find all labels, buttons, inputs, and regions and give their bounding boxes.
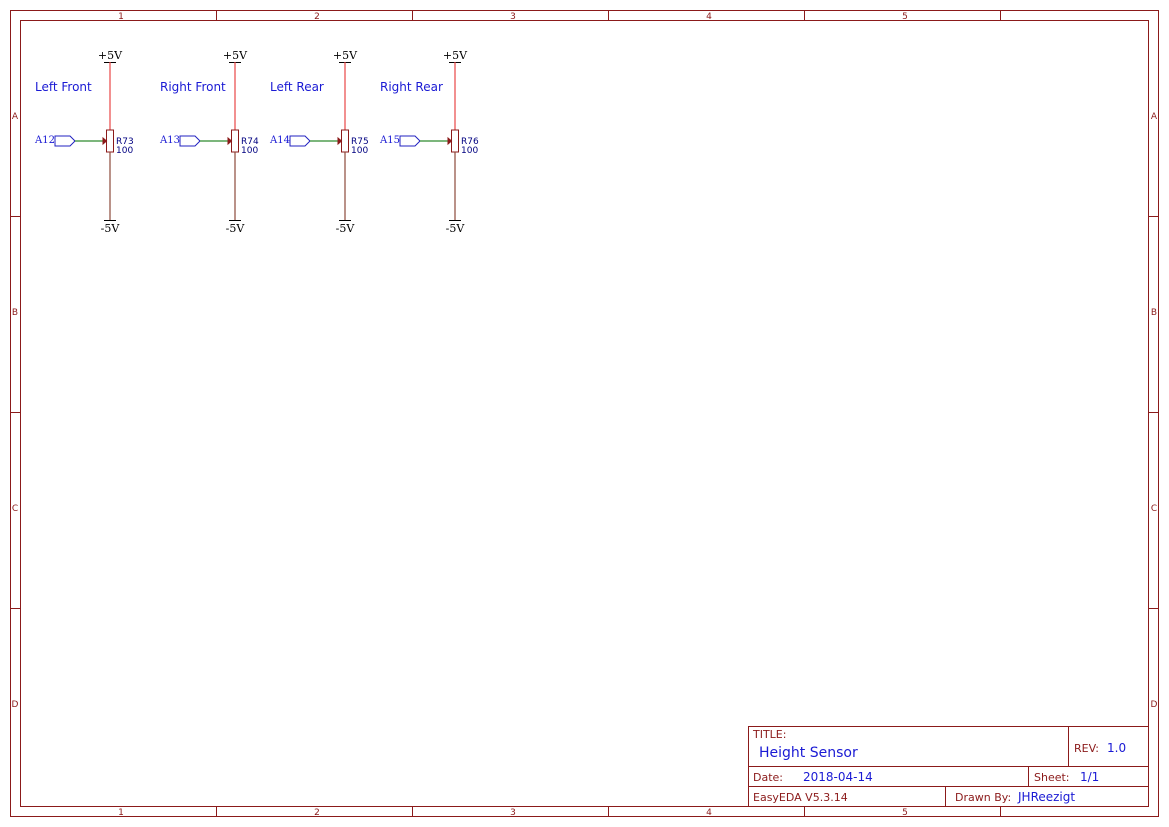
group-label: Right Front: [160, 80, 226, 94]
row-ticks: [10, 216, 1159, 609]
vee-label: -5V: [336, 222, 356, 235]
drawn-by-label: Drawn By:: [955, 791, 1011, 804]
column-label-top: 2: [314, 12, 320, 22]
ref-label: R75: [351, 137, 369, 147]
column-label-top: 1: [118, 12, 124, 22]
vcc-label: +5V: [98, 49, 123, 62]
column-label-bottom: 2: [314, 808, 320, 818]
value-label: 100: [351, 146, 368, 156]
date-value: 2018-04-14: [803, 770, 873, 784]
column-label-top: 4: [706, 12, 712, 22]
value-label: 100: [116, 146, 133, 156]
inner-frame: [20, 20, 1149, 807]
group-label: Left Rear: [270, 80, 324, 94]
net-port[interactable]: [399, 135, 421, 147]
row-label-left: C: [12, 504, 18, 514]
outer-frame: [10, 10, 1159, 817]
row-label-left: D: [12, 700, 19, 710]
sensor-group-left-rear[interactable]: Left Rear +5V -5V A14 R75 100: [269, 49, 369, 235]
net-label: A15: [379, 135, 400, 146]
ref-label: R74: [241, 137, 259, 147]
column-label-bottom: 3: [510, 808, 516, 818]
sheet-value: 1/1: [1080, 770, 1099, 784]
drawing-title: Height Sensor: [759, 745, 858, 761]
row-labels: A B C D A B C D: [12, 112, 1158, 710]
vcc-label: +5V: [333, 49, 358, 62]
row-label-right: A: [1151, 112, 1158, 122]
sensor-group-left-front[interactable]: Left Front +5V -5V A12 R73 100: [34, 49, 134, 235]
title-block: TITLE: Height Sensor REV: 1.0 Date: 2018…: [748, 726, 1149, 807]
net-label: A13: [159, 135, 180, 146]
column-label-top: 5: [902, 12, 908, 22]
rev-label: REV:: [1074, 742, 1099, 755]
column-label-bottom: 5: [902, 808, 908, 818]
wiper-arrow: [102, 136, 108, 146]
net-port[interactable]: [289, 135, 311, 147]
potentiometer-body[interactable]: [106, 129, 114, 153]
vcc-label: +5V: [223, 49, 248, 62]
column-label-bottom: 1: [118, 808, 124, 818]
column-label-top: 3: [510, 12, 516, 22]
row-label-right: C: [1151, 504, 1157, 514]
sensor-group-right-rear[interactable]: Right Rear +5V -5V A15 R76 100: [379, 49, 479, 235]
column-labels: 1 2 3 4 5 1 2 3 4 5: [118, 12, 908, 818]
vcc-label: +5V: [443, 49, 468, 62]
software-label: EasyEDA V5.3.14: [753, 791, 848, 804]
sensor-group-right-front[interactable]: Right Front +5V -5V A13 R74 100: [159, 49, 259, 235]
net-label: A12: [34, 135, 55, 146]
row-label-left: A: [12, 112, 19, 122]
ref-label: R73: [116, 137, 134, 147]
column-ticks: [216, 10, 1001, 817]
sheet-label: Sheet:: [1034, 771, 1070, 784]
net-port[interactable]: [54, 135, 76, 147]
group-label: Left Front: [35, 80, 92, 94]
date-label: Date:: [753, 771, 783, 784]
wiper-arrow: [227, 136, 233, 146]
column-label-bottom: 4: [706, 808, 712, 818]
value-label: 100: [241, 146, 258, 156]
wiper-arrow: [337, 136, 343, 146]
potentiometer-body[interactable]: [341, 129, 349, 153]
ref-label: R76: [461, 137, 479, 147]
wiper-arrow: [447, 136, 453, 146]
vee-label: -5V: [446, 222, 466, 235]
net-port[interactable]: [179, 135, 201, 147]
group-label: Right Rear: [380, 80, 443, 94]
net-label: A14: [269, 135, 290, 146]
vee-label: -5V: [101, 222, 121, 235]
row-label-left: B: [12, 308, 18, 318]
vee-label: -5V: [226, 222, 246, 235]
value-label: 100: [461, 146, 478, 156]
potentiometer-body[interactable]: [231, 129, 239, 153]
row-label-right: B: [1151, 308, 1157, 318]
rev-value: 1.0: [1107, 741, 1126, 755]
title-label: TITLE:: [752, 728, 786, 741]
drawn-by-value: JHReezigt: [1017, 790, 1075, 804]
row-label-right: D: [1151, 700, 1158, 710]
potentiometer-body[interactable]: [451, 129, 459, 153]
